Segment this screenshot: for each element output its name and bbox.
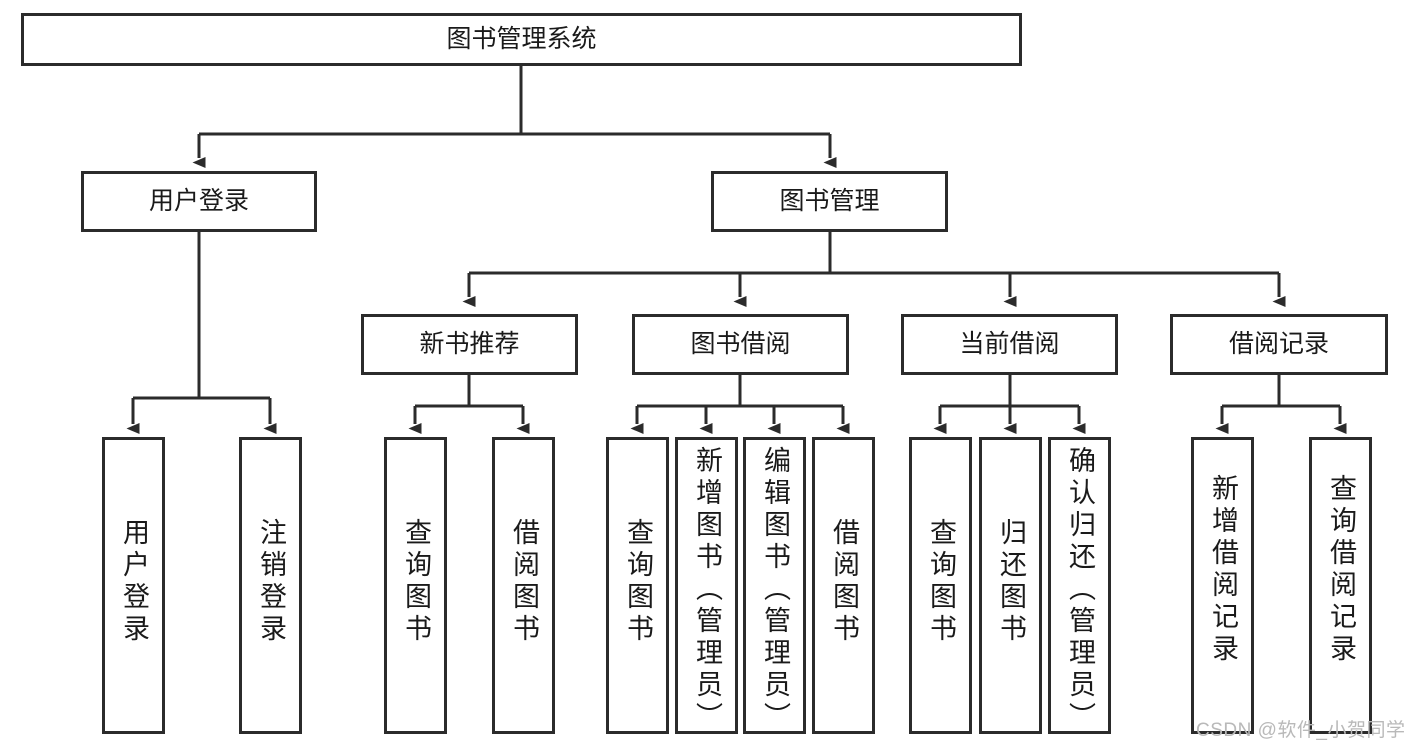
node-label: 编辑图书（管理员） [760, 446, 790, 734]
node-leaf-borrow-book-1[interactable]: 借阅图书 [492, 437, 555, 734]
node-leaf-query-record[interactable]: 查询借阅记录 [1309, 437, 1372, 734]
node-label: 归还图书 [996, 518, 1026, 646]
node-leaf-query-book-2[interactable]: 查询图书 [606, 437, 669, 734]
node-label: 查询借阅记录 [1326, 474, 1356, 666]
node-leaf-user-login[interactable]: 用户登录 [102, 437, 165, 734]
node-label: 查询图书 [401, 518, 431, 646]
node-label: 当前借阅 [959, 329, 1060, 358]
node-borrow-record[interactable]: 借阅记录 [1170, 314, 1388, 375]
node-leaf-add-record[interactable]: 新增借阅记录 [1191, 437, 1254, 734]
node-leaf-add-book[interactable]: 新增图书（管理员） [675, 437, 738, 734]
csdn-watermark: CSDN @软件_小贺同学 [1196, 720, 1405, 741]
node-leaf-edit-book[interactable]: 编辑图书（管理员） [743, 437, 806, 734]
node-book-manage[interactable]: 图书管理 [711, 171, 948, 232]
node-user-login[interactable]: 用户登录 [81, 171, 317, 232]
node-label: 注销登录 [256, 518, 286, 646]
node-label: 图书管理系统 [446, 24, 597, 53]
node-label: 新增图书（管理员） [692, 446, 722, 734]
node-leaf-query-book-1[interactable]: 查询图书 [384, 437, 447, 734]
node-root-system[interactable]: 图书管理系统 [21, 13, 1022, 66]
node-leaf-borrow-book-2[interactable]: 借阅图书 [812, 437, 875, 734]
node-label: 确认归还（管理员） [1065, 446, 1095, 734]
node-book-borrow[interactable]: 图书借阅 [632, 314, 849, 375]
node-label: 查询图书 [623, 518, 653, 646]
node-label: 借阅图书 [829, 518, 859, 646]
node-label: 新增借阅记录 [1208, 474, 1238, 666]
node-leaf-user-logout[interactable]: 注销登录 [239, 437, 302, 734]
node-leaf-return-book[interactable]: 归还图书 [979, 437, 1042, 734]
node-label: 借阅图书 [509, 518, 539, 646]
node-label: 图书管理 [779, 186, 880, 215]
node-leaf-confirm-return[interactable]: 确认归还（管理员） [1048, 437, 1111, 734]
node-label: 用户登录 [119, 518, 149, 646]
node-leaf-query-book-3[interactable]: 查询图书 [909, 437, 972, 734]
node-label: 新书推荐 [419, 329, 520, 358]
node-label: 用户登录 [148, 186, 249, 215]
node-new-book-recommend[interactable]: 新书推荐 [361, 314, 578, 375]
node-current-borrow[interactable]: 当前借阅 [901, 314, 1118, 375]
node-label: 图书借阅 [690, 329, 791, 358]
node-label: 查询图书 [926, 518, 956, 646]
node-label: 借阅记录 [1228, 329, 1329, 358]
